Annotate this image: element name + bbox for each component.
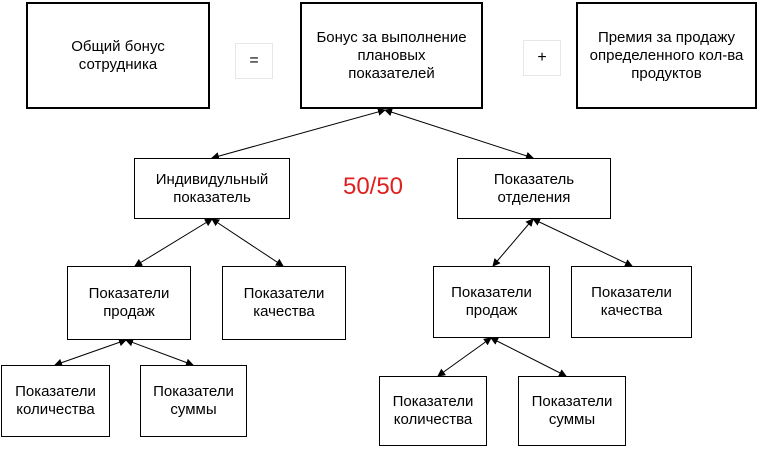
- individual-indicator-box: Индивидульный показатель: [134, 158, 290, 219]
- plan-bonus-box: Бонус за выполнение плановых показателей: [300, 2, 483, 109]
- arrow-plan-to-individual: [211, 108, 386, 160]
- department-indicator-label: Показатель отделения: [493, 170, 575, 206]
- arrow-dept-sales-to-sums: [490, 337, 567, 377]
- equals-sign: =: [235, 43, 273, 79]
- arrow-department-to-quality: [532, 218, 633, 267]
- total-bonus-box: Общий бонус сотрудника: [26, 2, 210, 109]
- individual-quality-box: Показатели качества: [222, 266, 346, 340]
- sales-premium-label: Премия за продажу определенного кол-ва п…: [589, 28, 744, 82]
- plus-sign: +: [523, 40, 561, 76]
- individual-sales-label: Показатели продаж: [88, 285, 170, 320]
- arrow-plan-to-department: [384, 108, 534, 160]
- department-indicator-box: Показатель отделения: [457, 158, 611, 219]
- department-sums-label: Показатели суммы: [531, 393, 613, 428]
- individual-quantity-box: Показатели количества: [1, 365, 110, 437]
- arrow-dept-sales-to-quantity: [437, 337, 492, 377]
- individual-quality-label: Показатели качества: [243, 285, 325, 320]
- arrow-individual-to-sales: [134, 218, 213, 267]
- ratio-label: 50/50: [342, 173, 404, 200]
- arrow-sales-to-quantity: [54, 338, 127, 367]
- department-quality-label: Показатели качества: [591, 284, 672, 319]
- department-sales-box: Показатели продаж: [433, 266, 550, 338]
- department-quantity-box: Показатели количества: [379, 376, 487, 446]
- department-quantity-label: Показатели количества: [392, 393, 474, 428]
- arrow-individual-to-quality: [211, 218, 284, 267]
- arrow-sales-to-sums: [125, 338, 194, 367]
- individual-sales-box: Показатели продаж: [67, 266, 191, 340]
- sales-premium-box: Премия за продажу определенного кол-ва п…: [576, 2, 757, 109]
- department-sales-label: Показатели продаж: [451, 284, 532, 319]
- individual-quantity-label: Показатели количества: [15, 383, 96, 418]
- department-sums-box: Показатели суммы: [518, 376, 626, 446]
- individual-sums-box: Показатели суммы: [140, 365, 247, 437]
- total-bonus-label: Общий бонус сотрудника: [71, 37, 165, 73]
- arrow-department-to-sales: [492, 218, 534, 267]
- department-quality-box: Показатели качества: [571, 266, 692, 338]
- individual-sums-label: Показатели суммы: [153, 383, 234, 418]
- plan-bonus-label: Бонус за выполнение плановых показателей: [316, 28, 467, 82]
- individual-indicator-label: Индивидульный показатель: [155, 170, 269, 206]
